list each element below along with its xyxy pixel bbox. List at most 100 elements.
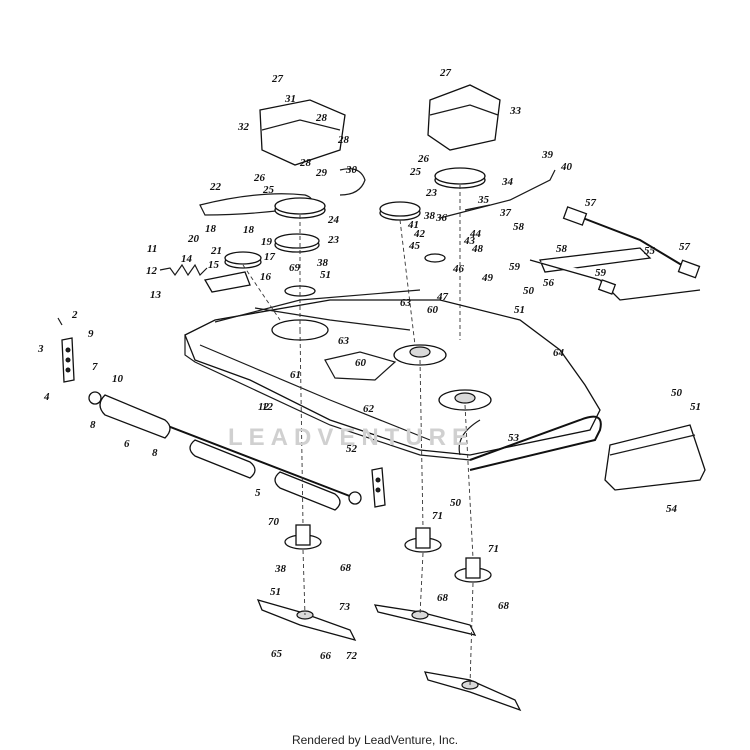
callout-72: 72 — [346, 650, 358, 662]
callout-57: 57 — [585, 197, 597, 209]
callout-68: 68 — [498, 600, 510, 612]
callout-51: 51 — [690, 401, 701, 413]
callout-71: 71 — [488, 543, 499, 555]
callout-43: 43 — [463, 235, 476, 247]
discharge-deflector — [604, 424, 706, 491]
callout-3: 3 — [37, 343, 44, 355]
callout-2: 2 — [71, 309, 78, 321]
callout-40: 40 — [560, 161, 573, 173]
callout-49: 49 — [481, 272, 494, 284]
left-belt-cover — [259, 99, 346, 166]
callout-6: 6 — [124, 438, 130, 450]
callout-18: 18 — [205, 223, 217, 235]
callout-32: 32 — [237, 121, 250, 133]
callout-68: 68 — [340, 562, 352, 574]
callout-48: 48 — [471, 243, 484, 255]
callout-9: 9 — [88, 328, 94, 340]
callout-26: 26 — [417, 153, 430, 165]
callout-22: 22 — [209, 181, 222, 193]
callout-55: 55 — [644, 245, 656, 257]
callout-20: 20 — [187, 233, 200, 245]
callout-51: 51 — [320, 269, 331, 281]
callout-50: 50 — [671, 387, 683, 399]
callout-53: 53 — [508, 432, 520, 444]
callout-38: 38 — [274, 563, 287, 575]
callout-37: 37 — [499, 207, 512, 219]
callout-54: 54 — [666, 503, 678, 515]
callout-59: 59 — [509, 261, 521, 273]
callout-63: 63 — [400, 297, 412, 309]
callout-39: 39 — [541, 149, 554, 161]
right-bracket — [371, 467, 386, 508]
callout-26: 26 — [253, 172, 266, 184]
footer-credit: Rendered by LeadVenture, Inc. — [291, 733, 459, 747]
callout-8: 8 — [90, 419, 96, 431]
callout-33: 33 — [509, 105, 522, 117]
control-cable — [439, 169, 556, 219]
callout-47: 47 — [436, 291, 449, 303]
callout-7: 7 — [92, 361, 98, 373]
callout-13: 13 — [150, 289, 162, 301]
callout-59: 59 — [595, 267, 607, 279]
callout-68: 68 — [437, 592, 449, 604]
callout-46: 46 — [452, 263, 465, 275]
callout-27: 27 — [271, 73, 284, 85]
callout-4: 4 — [43, 391, 50, 403]
callout-50: 50 — [450, 497, 462, 509]
callout-73: 73 — [339, 601, 351, 613]
callout-62: 62 — [363, 403, 375, 415]
roller-assembly — [88, 391, 362, 511]
callout-28: 28 — [315, 112, 328, 124]
callout-25: 25 — [262, 184, 275, 196]
callout-16: 16 — [260, 271, 272, 283]
callout-56: 56 — [543, 277, 555, 289]
callout-52: 52 — [346, 443, 358, 455]
callout-24: 24 — [327, 214, 340, 226]
front-rail — [458, 415, 602, 471]
callout-21: 21 — [210, 245, 222, 257]
callout-29: 29 — [315, 167, 328, 179]
callout-15: 15 — [208, 259, 220, 271]
left-bracket — [57, 317, 75, 383]
callout-44: 44 — [469, 228, 482, 240]
callout-28: 28 — [299, 157, 312, 169]
callout-18: 18 — [243, 224, 255, 236]
spindles — [284, 524, 492, 583]
callout-12: 12 — [146, 265, 158, 277]
callout-23: 23 — [425, 187, 438, 199]
callout-45: 45 — [408, 240, 421, 252]
right-belt-cover — [427, 84, 501, 151]
callout-8: 8 — [152, 447, 158, 459]
callout-12: 12 — [262, 401, 274, 413]
pulleys — [224, 167, 486, 297]
callout-63: 63 — [338, 335, 350, 347]
callout-5: 5 — [255, 487, 261, 499]
callout-27: 27 — [439, 67, 452, 79]
callout-65: 65 — [271, 648, 283, 660]
callout-25: 25 — [409, 166, 422, 178]
callout-57: 57 — [679, 241, 691, 253]
callout-51: 51 — [270, 586, 281, 598]
callout-10: 10 — [112, 373, 124, 385]
assembly-lines — [242, 185, 474, 686]
callout-31: 31 — [284, 93, 296, 105]
callout-12: 12 — [258, 401, 270, 413]
blades — [256, 599, 522, 712]
callout-17: 17 — [264, 251, 276, 263]
watermark-text: LEADVENTURE — [228, 424, 475, 451]
callout-19: 19 — [261, 236, 273, 248]
callout-50: 50 — [523, 285, 535, 297]
callout-71: 71 — [432, 510, 443, 522]
callout-23: 23 — [327, 234, 340, 246]
lift-arm-assembly — [529, 206, 701, 301]
callout-70: 70 — [268, 516, 280, 528]
callout-60: 60 — [427, 304, 439, 316]
callout-30: 30 — [345, 164, 358, 176]
callout-11: 11 — [147, 243, 157, 255]
callout-61: 61 — [290, 369, 301, 381]
callout-66: 66 — [320, 650, 332, 662]
callout-58: 58 — [513, 221, 525, 233]
